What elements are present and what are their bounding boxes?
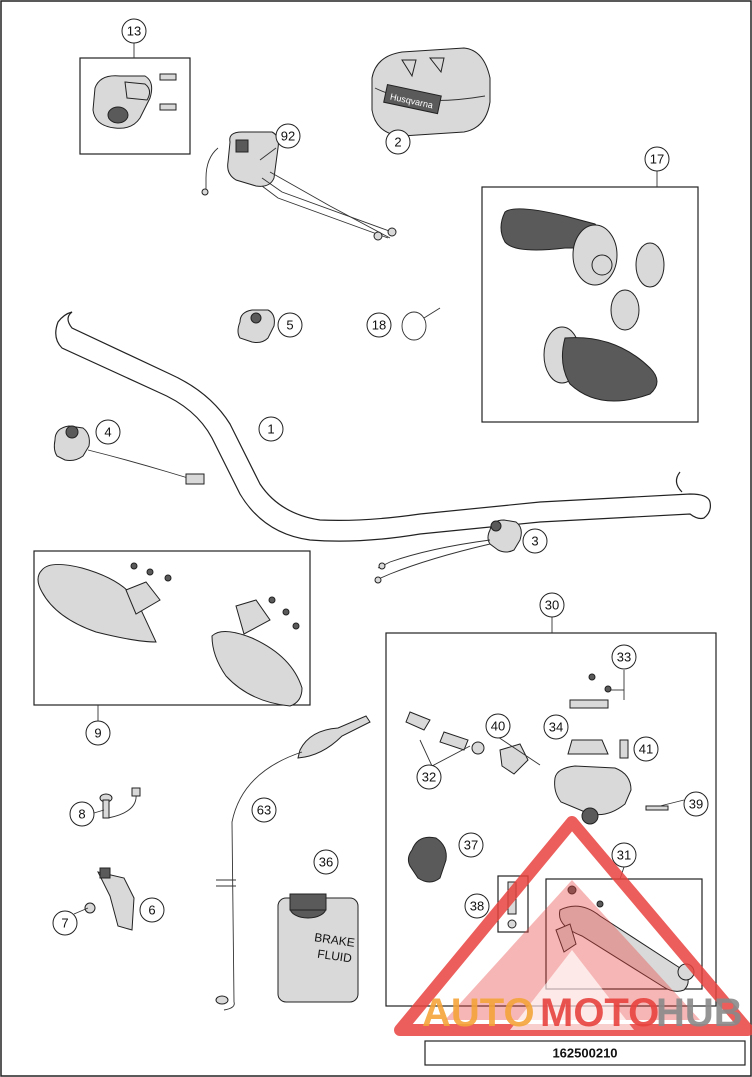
part-8-7-6-switch (84, 787, 141, 931)
svg-text:37: 37 (464, 838, 478, 853)
callout-30: 30 (539, 592, 565, 618)
callout-92: 92 (275, 123, 301, 149)
part-9-handguards (37, 562, 303, 707)
svg-text:31: 31 (617, 848, 631, 863)
part-92-throttle-cables (201, 131, 397, 241)
part-18-cable-tie (401, 307, 441, 341)
svg-text:41: 41 (639, 742, 653, 757)
svg-text:32: 32 (422, 770, 436, 785)
svg-text:36: 36 (319, 855, 333, 870)
part-17-grips (500, 208, 665, 402)
callout-4: 4 (95, 419, 121, 445)
part-13-throttle-housing (92, 73, 177, 129)
svg-text:4: 4 (104, 425, 111, 440)
svg-text:63: 63 (257, 803, 271, 818)
group-box-9 (33, 550, 311, 706)
callouts: 13 92 2 17 5 18 1 4 3 9 30 33 40 34 41 3… (52, 18, 709, 936)
svg-text:5: 5 (286, 318, 293, 333)
bottle-text-line2: FLUID (316, 947, 353, 966)
svg-text:40: 40 (491, 719, 505, 734)
part-63-brake-hose (215, 715, 371, 1011)
callout-3: 3 (522, 528, 548, 554)
svg-text:38: 38 (470, 899, 484, 914)
part-30-master-cylinder (405, 673, 669, 825)
svg-text:9: 9 (94, 726, 101, 741)
callout-1: 1 (258, 416, 284, 442)
callout-6: 6 (139, 897, 165, 923)
callout-36: 36 (313, 849, 339, 875)
callout-63: 63 (251, 797, 277, 823)
callout-39: 39 (683, 791, 709, 817)
callout-18: 18 (366, 312, 392, 338)
leader-lines (73, 43, 685, 915)
part-5-clamp (237, 309, 275, 343)
group-box-13 (79, 57, 191, 155)
svg-text:33: 33 (617, 650, 631, 665)
watermark-text: AUTO MOTO HUB (422, 991, 743, 1035)
svg-text:MOTO: MOTO (540, 991, 659, 1035)
callout-7: 7 (52, 910, 78, 936)
callout-34: 34 (543, 714, 569, 740)
svg-text:2: 2 (394, 135, 401, 150)
svg-text:7: 7 (61, 916, 68, 931)
watermark-logo (394, 816, 752, 1036)
svg-text:AUTO: AUTO (422, 991, 535, 1035)
callout-13: 13 (121, 18, 147, 44)
svg-text:3: 3 (531, 534, 538, 549)
svg-text:34: 34 (549, 720, 563, 735)
svg-text:HUB: HUB (656, 991, 743, 1035)
part-37-reservoir-cover (407, 836, 447, 883)
callout-17: 17 (644, 146, 670, 172)
callout-33: 33 (611, 644, 637, 670)
group-box-17 (481, 186, 699, 423)
callout-37: 37 (458, 832, 484, 858)
part-4-switch-wire (53, 425, 205, 485)
callout-9: 9 (85, 720, 111, 746)
part-2-handlebar-pad: Husqvarna (371, 47, 491, 137)
svg-text:6: 6 (148, 903, 155, 918)
svg-text:17: 17 (650, 152, 664, 167)
callout-32: 32 (416, 764, 442, 790)
svg-text:92: 92 (281, 129, 295, 144)
callout-31: 31 (611, 842, 637, 868)
bottle-text-line1: BRAKE (313, 930, 355, 950)
svg-text:39: 39 (689, 797, 703, 812)
svg-text:18: 18 (372, 318, 386, 333)
callout-8: 8 (69, 801, 95, 827)
callout-38: 38 (464, 893, 490, 919)
part-36-brake-fluid-bottle: BRAKE FLUID (277, 893, 359, 1003)
callout-41: 41 (633, 736, 659, 762)
callout-40: 40 (485, 713, 511, 739)
svg-text:1: 1 (267, 422, 274, 437)
svg-text:30: 30 (545, 598, 559, 613)
part-1-handlebar (55, 311, 711, 542)
svg-text:13: 13 (127, 24, 141, 39)
part-3-kill-switch (374, 519, 522, 584)
callout-5: 5 (277, 312, 303, 338)
svg-text:8: 8 (78, 807, 85, 822)
diagram-code-box (424, 1040, 746, 1066)
diagram-code: 162500210 (552, 1046, 617, 1061)
callout-2: 2 (385, 129, 411, 155)
